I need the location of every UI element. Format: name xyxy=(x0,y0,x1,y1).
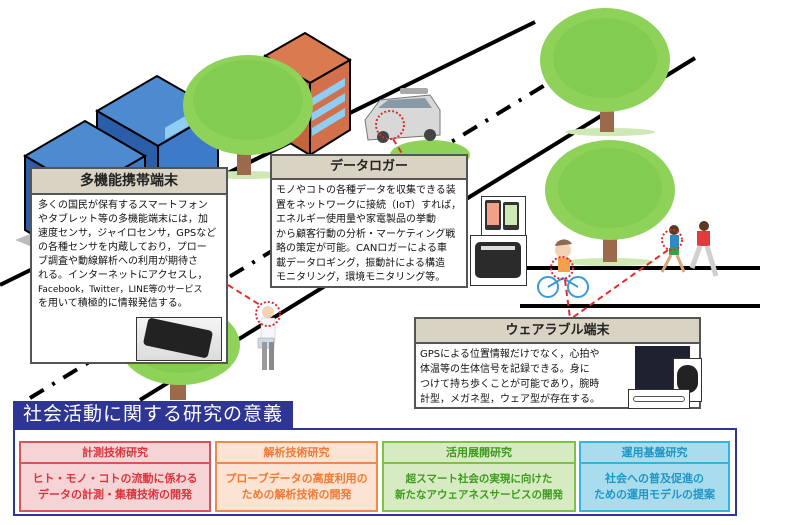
smartphone-box-title: 多機能携帯端末 xyxy=(32,169,226,195)
text-line: モノやコトの各種データを収集できる装 xyxy=(276,185,456,196)
datalogger-box-text: モノやコトの各種データを収集できる装 置をネットワークに接続（IoT）すれば， … xyxy=(272,180,466,290)
significance-title: 社会活動に関する研究の意義 xyxy=(13,401,293,428)
car-sensor-marker xyxy=(375,110,405,140)
research-card-operation: 運用基盤研究 社会への普及促進の ための運用モデルの提案 xyxy=(579,441,730,512)
text-line: エネルギー使用量や家電製品の挙動 xyxy=(276,214,436,225)
research-card-body: 社会への普及促進の ための運用モデルの提案 xyxy=(581,464,728,503)
research-card-body: 超スマート社会の実現に向けた 新たなアウェアネスサービスの開発 xyxy=(384,464,574,503)
research-card-head: 活用展開研究 xyxy=(384,443,574,464)
smartphone-device-box: 多機能携帯端末 多くの国民が保有するスマートフォン やタブレット等の多機能端末に… xyxy=(30,167,228,364)
text-line: ための運用モデルの提案 xyxy=(594,488,715,501)
research-card-head: 計測技術研究 xyxy=(21,443,209,464)
text-line: 計型，メガネ型，ウェア型が存在する。 xyxy=(420,394,600,405)
text-line: 社会への普及促進の xyxy=(605,472,704,485)
datalogger-device-box: データロガー モノやコトの各種データを収集できる装 置をネットワークに接続（Io… xyxy=(270,154,468,288)
tree-mid-right xyxy=(545,140,675,266)
text-line: 載データロギング，振動計による構造 xyxy=(276,257,445,269)
text-line: から顧客行動の分析・マーケティング戦 xyxy=(276,228,456,240)
pedestrian-businessman xyxy=(255,301,281,370)
wearable-box-text: GPSによる位置情報だけでなく，心拍や 体温等の生体信号を記録できる。身に つけ… xyxy=(416,344,699,410)
research-card-analysis: 解析技術研究 プローブデータの高度利用の ための解析技術の開発 xyxy=(215,441,378,512)
probe-car xyxy=(364,88,441,143)
text-line: プローブデータの高度利用の xyxy=(225,472,368,485)
text-line: 多くの国民が保有するスマートフォン xyxy=(38,200,208,211)
text-line: ヒト・モノ・コトの流動に係わる xyxy=(32,472,198,485)
wearable-box-title: ウェアラブル端末 xyxy=(416,319,699,344)
text-line: モニタリング，環境モニタリング等。 xyxy=(276,272,446,283)
runner-woman xyxy=(660,225,686,273)
text-line: Facebook，Twitter，LINE等のサービス xyxy=(38,285,203,295)
cyclist-marker xyxy=(550,256,574,280)
research-card-head: 解析技術研究 xyxy=(217,443,376,464)
research-card-body: ヒト・モノ・コトの流動に係わる データの計測・集積技術の開発 xyxy=(21,464,209,503)
smartphone-box-text: 多くの国民が保有するスマートフォン やタブレット等の多機能端末には，加 速度セン… xyxy=(32,195,226,315)
text-line: 体温等の生体信号を記録できる。身に xyxy=(420,364,590,375)
text-line: 新たなアウェアネスサービスの開発 xyxy=(395,489,563,501)
datalogger-photo-icon xyxy=(470,196,527,286)
research-card-body: プローブデータの高度利用の ための解析技術の開発 xyxy=(217,464,376,503)
text-line: 略の策定が可能。CANロガーによる車 xyxy=(276,243,448,254)
text-line: ブ調査や動線解析への利用が期待さ xyxy=(38,256,198,267)
text-line: つけて持ち歩くことが可能であり，腕時 xyxy=(420,379,600,390)
text-line: れる。インターネットにアクセスし， xyxy=(38,270,208,281)
connector-car xyxy=(392,138,404,156)
tree-top-right xyxy=(540,8,670,136)
wearable-user-marker xyxy=(661,229,683,251)
text-line: ための解析技術の開発 xyxy=(241,488,352,501)
text-line: 置をネットワークに接続（IoT）すれば， xyxy=(276,199,462,211)
smartphone-photo-icon xyxy=(136,317,222,361)
phone-user-marker xyxy=(255,301,281,327)
runner-man xyxy=(689,221,719,277)
wearable-device-box: ウェアラブル端末 GPSによる位置情報だけでなく，心拍や 体温等の生体信号を記録… xyxy=(414,317,702,410)
wearable-photo-icon xyxy=(628,344,702,409)
text-line: 超スマート社会の実現に向けた xyxy=(405,473,553,485)
cyclist-child xyxy=(537,239,589,298)
connector-phone xyxy=(227,284,261,306)
text-line: やタブレット等の多機能端末には，加 xyxy=(38,214,208,225)
text-line: データの計測・集積技術の開発 xyxy=(38,488,192,501)
text-line: を用いて積極的に情報発信する。 xyxy=(38,298,188,309)
research-card-head: 運用基盤研究 xyxy=(581,443,728,464)
research-card-application: 活用展開研究 超スマート社会の実現に向けた 新たなアウェアネスサービスの開発 xyxy=(382,441,576,512)
text-line: の各種センサを内蔵しており，プロー xyxy=(38,242,207,253)
text-line: GPSによる位置情報だけでなく，心拍や xyxy=(420,349,600,360)
datalogger-box-title: データロガー xyxy=(272,156,466,180)
connector-cyclist xyxy=(564,279,571,319)
tree-left xyxy=(183,55,313,179)
research-card-measurement: 計測技術研究 ヒト・モノ・コトの流動に係わる データの計測・集積技術の開発 xyxy=(19,441,211,512)
text-line: 速度センサ，ジャイロセンサ，GPSなど xyxy=(38,228,217,239)
